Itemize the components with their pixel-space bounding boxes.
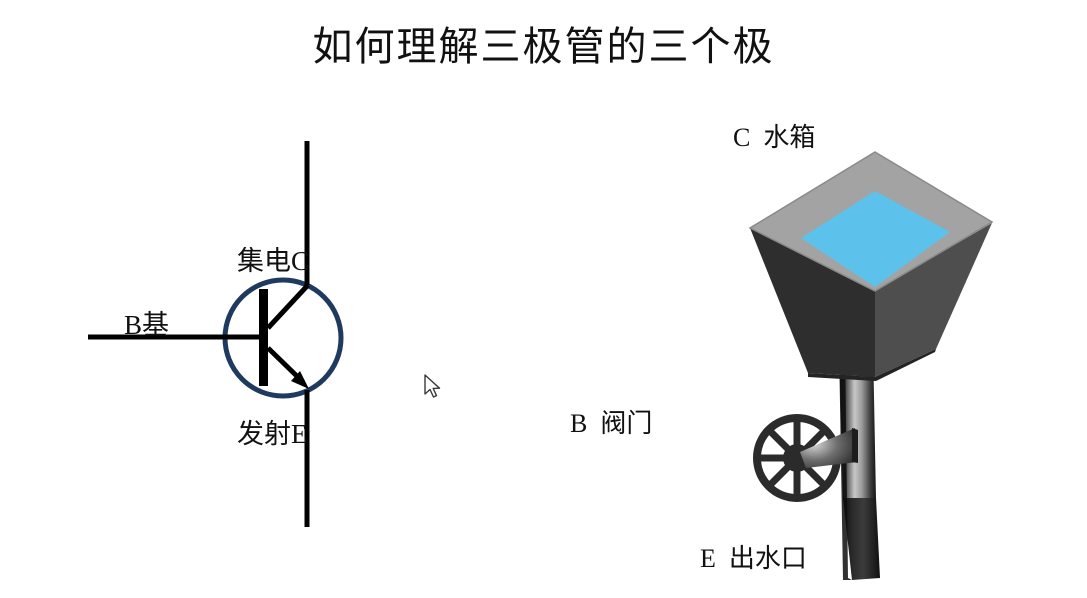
emitter-arrowhead bbox=[291, 371, 309, 389]
tank-right-face bbox=[875, 223, 992, 377]
tank-rim-outline bbox=[748, 151, 994, 292]
tank-left-face bbox=[750, 228, 875, 377]
valve-stem-cone bbox=[800, 428, 857, 468]
valve-label: B 阀门 bbox=[570, 409, 653, 438]
tank-water-surface bbox=[801, 191, 950, 287]
transistor-base-label: B基 bbox=[124, 310, 170, 340]
base-bar bbox=[259, 289, 268, 386]
transistor-emitter-label: 发射E bbox=[237, 419, 308, 449]
transistor-collector-label: 集电C bbox=[237, 246, 310, 276]
outlet-label: E 出水口 bbox=[700, 544, 807, 573]
page-title: 如何理解三极管的三个极 bbox=[312, 24, 775, 69]
collector-slant bbox=[266, 283, 310, 330]
mouse-pointer-icon bbox=[424, 374, 441, 398]
outlet-pipe-lower bbox=[843, 498, 880, 580]
valve-stem-cone-shadow bbox=[852, 428, 858, 463]
valve-handwheel bbox=[753, 414, 858, 502]
tank-label: C 水箱 bbox=[733, 123, 816, 152]
